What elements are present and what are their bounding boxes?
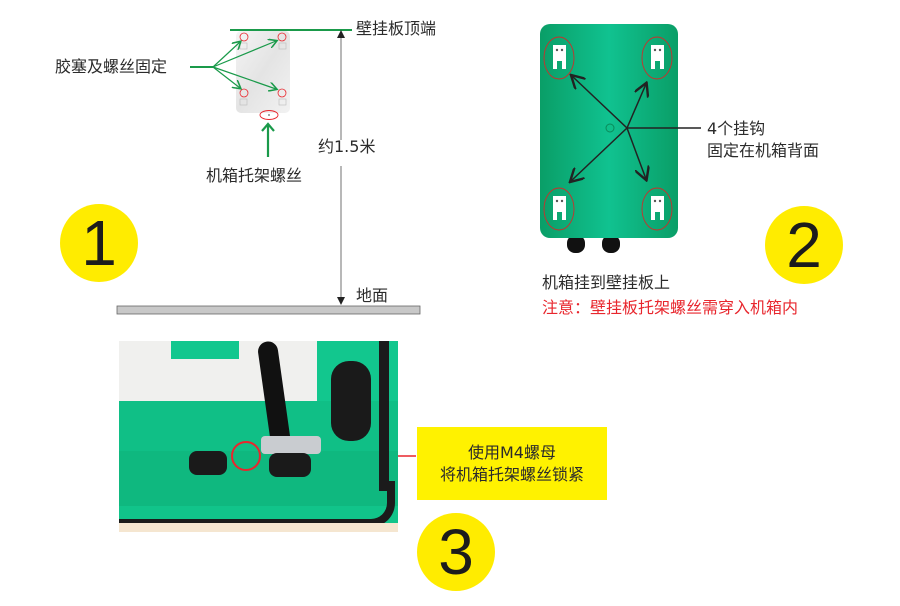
callout-line2: 将机箱托架螺丝锁紧 — [439, 464, 584, 484]
label-plate-top: 壁挂板顶端 — [356, 19, 437, 38]
gland-plug — [331, 361, 371, 441]
enclosure-back — [540, 24, 701, 253]
highlight-circle — [231, 441, 261, 471]
door-gasket — [119, 481, 395, 527]
callout-line1: 使用M4螺母 — [468, 442, 556, 462]
note-bracket-screw: 注意：壁挂板托架螺丝需穿入机箱内 — [542, 298, 799, 317]
step-badge-2: 2 — [765, 206, 843, 284]
label-anchor-screws: 胶塞及螺丝固定 — [55, 57, 168, 76]
label-height: 约1.5米 — [318, 137, 376, 156]
cable-clamp — [261, 436, 321, 454]
caption-hang-enclosure: 机箱挂到壁挂板上 — [542, 273, 671, 292]
cable-gland-right — [269, 453, 311, 477]
label-hooks-line1: 4个挂钩 — [707, 119, 766, 138]
label-bracket-screw: 机箱托架螺丝 — [206, 166, 303, 185]
ground-bar — [116, 305, 421, 315]
label-hooks-line2: 固定在机箱背面 — [707, 141, 820, 160]
step3-photo-enclosure-interior — [119, 341, 398, 532]
step-badge-1: 1 — [60, 204, 138, 282]
step-badge-3: 3 — [417, 513, 495, 591]
callout-lock-nut: 使用M4螺母 将机箱托架螺丝锁紧 — [417, 427, 607, 500]
label-ground: 地面 — [356, 286, 389, 305]
plate-holes — [239, 32, 287, 120]
cable-gland-left — [189, 451, 227, 475]
label-hooks: 4个挂钩 固定在机箱背面 — [707, 118, 819, 162]
